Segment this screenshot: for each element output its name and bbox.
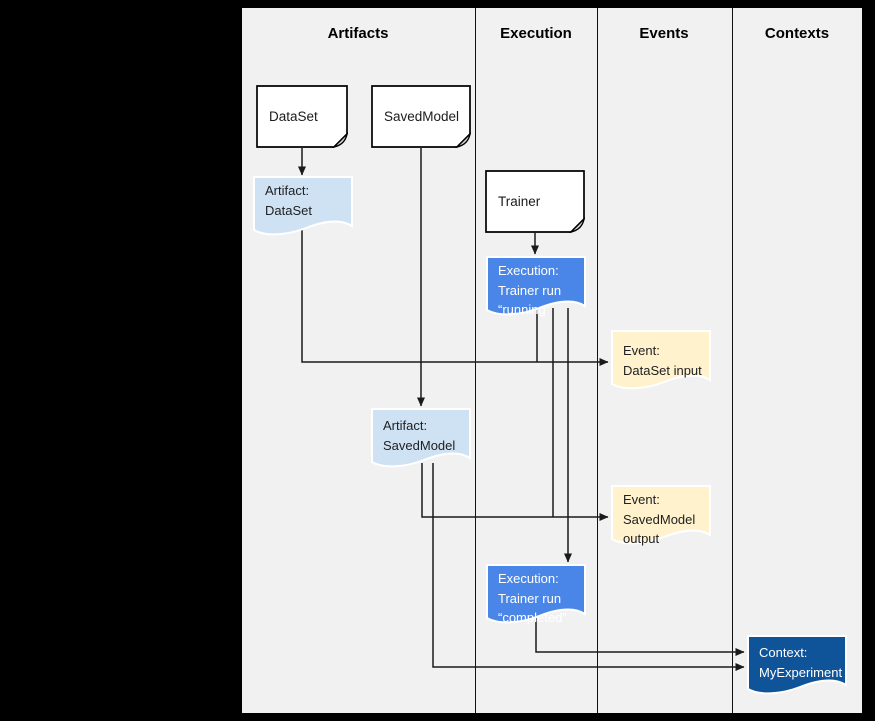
- folded-corner-icon: [455, 132, 471, 148]
- connectors-layer: [298, 148, 745, 671]
- node-label: Event: DataSet input: [623, 343, 702, 378]
- folded-page-shape: [256, 85, 348, 148]
- document-wave-shape: [486, 256, 586, 316]
- execution-completed-node: Execution: Trainer run “completed”: [486, 564, 586, 628]
- column-header-contexts: Contexts: [764, 25, 830, 42]
- folded-corner-icon: [569, 217, 585, 233]
- node-label: SavedModel: [384, 109, 460, 124]
- document-wave-shape: [611, 330, 711, 390]
- document-wave-shape: [371, 408, 471, 468]
- execution-running-node: Execution: Trainer run “running”: [486, 256, 586, 320]
- node-label: DataSet: [269, 109, 318, 124]
- node-label: Execution: Trainer run “completed”: [498, 571, 567, 625]
- document-wave-shape: [253, 176, 353, 236]
- savedmodel-node: SavedModel: [371, 85, 471, 148]
- column-header-events: Events: [639, 25, 689, 42]
- column-divider: [475, 8, 477, 713]
- column-divider: [732, 8, 734, 713]
- lineage-diagram-panel: Artifacts Execution Events Contexts: [242, 8, 862, 713]
- artifact-savedmodel-node: Artifact: SavedModel: [371, 408, 471, 472]
- node-label: Artifact: DataSet: [265, 183, 312, 218]
- trainer-node: Trainer: [485, 170, 585, 233]
- context-myexperiment-node: Context: MyExperiment: [747, 635, 847, 699]
- folded-page-shape: [371, 85, 471, 148]
- document-wave-shape: [486, 564, 586, 624]
- event-savedmodel-output-node: Event: SavedModel output: [611, 485, 711, 549]
- column-header-execution: Execution: [500, 25, 572, 42]
- folded-corner-icon: [332, 132, 348, 148]
- edge-artifact-savedmodel-to-context: [432, 463, 745, 671]
- folded-page-shape: [485, 170, 585, 233]
- dataset-node: DataSet: [256, 85, 348, 148]
- node-label: Artifact: SavedModel: [383, 418, 456, 453]
- edge-execution-completed-to-context: [535, 618, 745, 656]
- event-dataset-input-node: Event: DataSet input: [611, 330, 711, 394]
- node-label: Context: MyExperiment: [759, 645, 843, 680]
- document-wave-shape: [747, 635, 847, 695]
- column-divider: [597, 8, 599, 713]
- column-header-artifacts: Artifacts: [327, 25, 389, 42]
- node-label: Event: SavedModel output: [623, 492, 696, 546]
- node-label: Trainer: [498, 194, 541, 209]
- artifact-dataset-node: Artifact: DataSet: [253, 176, 353, 240]
- edge-artifact-dataset-to-event-input: [301, 228, 609, 366]
- edge-artifact-savedmodel-to-event-output: [421, 463, 609, 521]
- document-wave-shape: [611, 485, 711, 545]
- node-label: Execution: Trainer run “running”: [498, 263, 562, 317]
